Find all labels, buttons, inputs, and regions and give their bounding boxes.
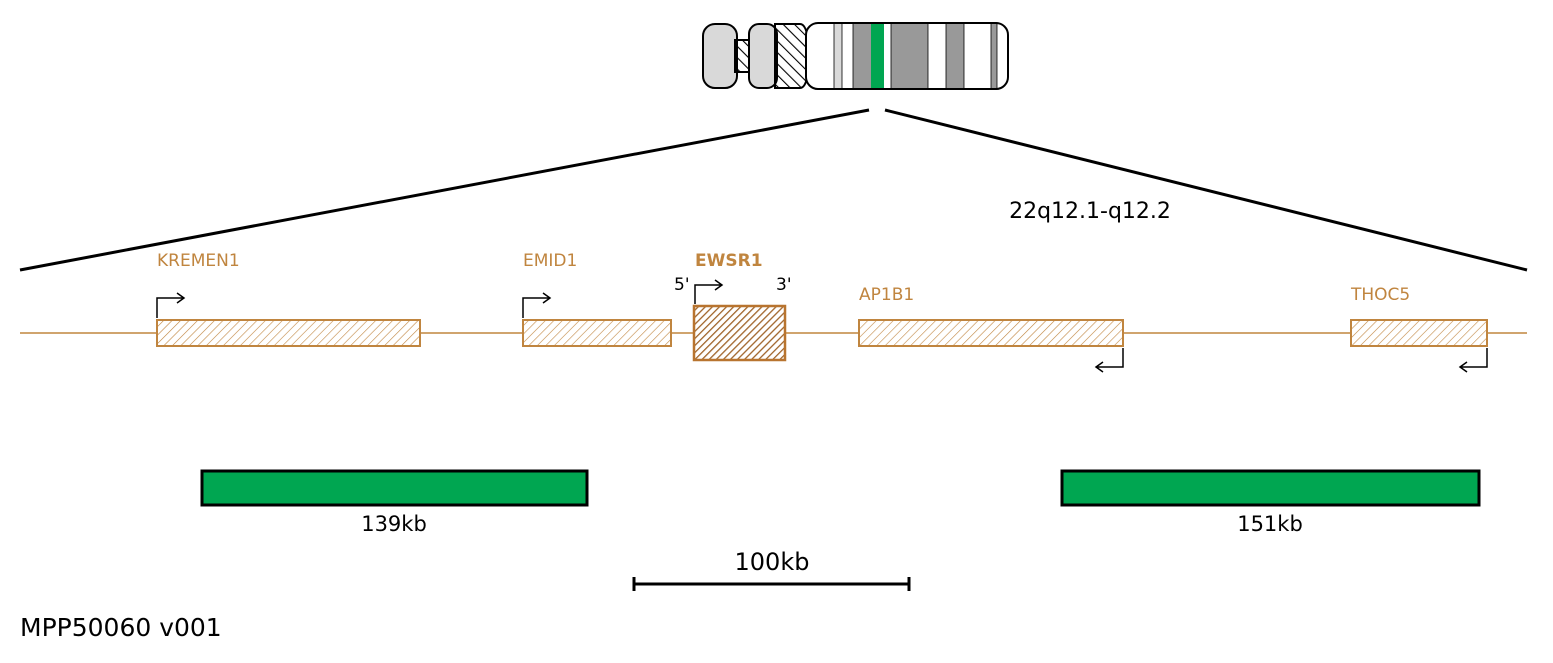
gene-kremen1: KREMEN1 — [156, 251, 421, 347]
right-arrow-icon — [156, 292, 186, 318]
probe-bar — [200, 469, 589, 507]
product-code: MPP50060 v001 — [20, 613, 222, 642]
band-q13-1 — [946, 22, 964, 90]
band-highlight-q12 — [871, 22, 884, 90]
gene-thoc5: THOC5 — [1350, 285, 1488, 373]
band-q12-3 — [891, 22, 928, 90]
probe-telomeric: 151kb — [1060, 469, 1481, 536]
band-q13-3 — [991, 22, 997, 90]
chromosome-p11 — [748, 23, 778, 89]
chromosome-ideogram — [702, 22, 1009, 90]
gene-body-hatch — [522, 319, 672, 347]
zoom-line-left — [19, 108, 870, 272]
right-arrow-icon — [522, 292, 552, 318]
gene-label: KREMEN1 — [157, 251, 240, 271]
chromosome-p-arm — [702, 23, 738, 89]
gene-ewsr1: EWSR1 5' 3' — [674, 251, 792, 362]
region-label: 22q12.1-q12.2 — [1009, 199, 1171, 224]
band-q11-light — [834, 22, 842, 90]
left-arrow-icon — [1458, 348, 1488, 373]
zoom-line-right — [884, 108, 1528, 272]
gene-label: EMID1 — [523, 251, 577, 271]
probe-size-label: 139kb — [361, 512, 427, 536]
band-q11-dark — [853, 22, 871, 90]
gene-label: THOC5 — [1350, 285, 1410, 305]
scale-bar: 100kb — [632, 548, 911, 591]
gene-body-hatch — [1350, 319, 1488, 347]
three-prime-label: 3' — [776, 275, 792, 295]
gene-emid1: EMID1 — [522, 251, 672, 347]
chromosome-centromere — [774, 23, 809, 89]
scale-bar-label: 100kb — [735, 548, 810, 576]
probe-centromeric: 139kb — [200, 469, 589, 536]
five-prime-label: 5' — [674, 275, 690, 295]
probe-size-label: 151kb — [1237, 512, 1303, 536]
gene-body-hatch — [156, 319, 421, 347]
gene-body-hatch — [692, 304, 787, 362]
left-arrow-icon — [1094, 348, 1124, 373]
probe-bar — [1060, 469, 1481, 507]
gene-body-hatch — [858, 319, 1124, 347]
gene-label: EWSR1 — [695, 251, 763, 271]
chromosome-q-arm — [805, 22, 1009, 90]
right-arrow-icon — [694, 279, 724, 304]
gene-ap1b1: AP1B1 — [858, 285, 1124, 373]
gene-label: AP1B1 — [859, 285, 914, 305]
